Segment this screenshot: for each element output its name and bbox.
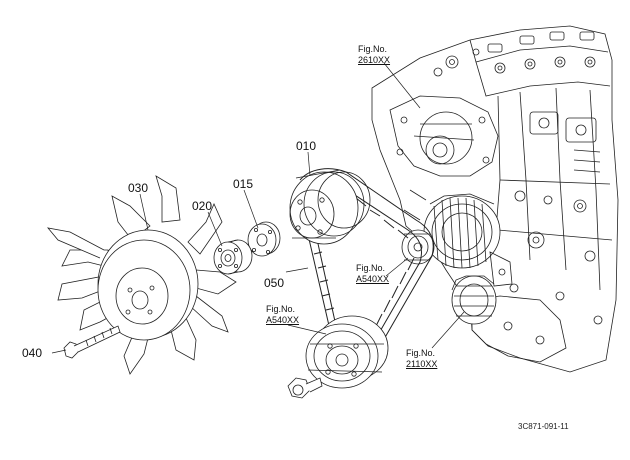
crankshaft-pulley bbox=[305, 315, 389, 389]
fig-ref-a540xx-right: Fig.No. A540XX bbox=[356, 263, 389, 285]
fig-ref-a540xx-left: Fig.No. A540XX bbox=[266, 304, 299, 326]
fig-ref-code: A540XX bbox=[266, 315, 300, 325]
fan-drive-pulley bbox=[289, 169, 371, 245]
fig-ref-prefix: Fig.No. bbox=[356, 263, 386, 273]
part-number-050: 050 bbox=[264, 276, 285, 290]
alternator bbox=[401, 193, 513, 287]
part-number-040: 040 bbox=[22, 346, 43, 360]
engine-block bbox=[371, 25, 619, 373]
fan-hub bbox=[213, 239, 253, 275]
spacer bbox=[247, 221, 281, 257]
fan-bolt bbox=[63, 325, 121, 359]
fig-ref-2610xx: Fig.No. 2610XX bbox=[358, 44, 390, 66]
fig-ref-code: 2110XX bbox=[406, 359, 438, 369]
leader-lines bbox=[51, 62, 465, 354]
fig-ref-code: A540XX bbox=[356, 274, 390, 284]
fig-ref-prefix: Fig.No. bbox=[358, 44, 388, 54]
part-number-020: 020 bbox=[192, 199, 213, 213]
crank-bolt bbox=[287, 377, 323, 399]
part-number-030: 030 bbox=[128, 181, 149, 195]
cooling-fan bbox=[46, 175, 237, 375]
fig-ref-2110xx: Fig.No. 2110XX bbox=[406, 348, 437, 370]
part-number-010: 010 bbox=[296, 139, 317, 153]
part-number-015: 015 bbox=[233, 177, 254, 191]
document-code: 3C871-091-11 bbox=[518, 422, 569, 431]
crankshaft-gear bbox=[451, 275, 497, 325]
fig-ref-prefix: Fig.No. bbox=[266, 304, 296, 314]
fig-ref-prefix: Fig.No. bbox=[406, 348, 436, 358]
fig-ref-code: 2610XX bbox=[358, 55, 391, 65]
